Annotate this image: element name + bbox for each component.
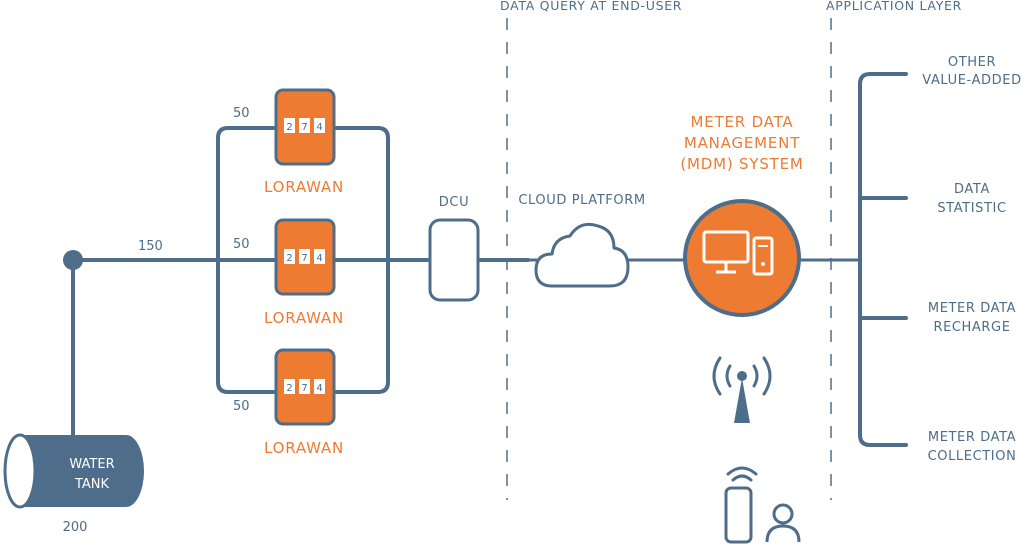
- app-collection-line1: METER DATA: [928, 430, 1016, 445]
- tank-label-line2: TANK: [74, 477, 110, 492]
- meter-3-digit-2: 7: [301, 383, 307, 394]
- mdm-label-line3: (MDM) SYSTEM: [680, 155, 803, 173]
- main-pipe-value: 150: [138, 239, 163, 254]
- header-application-layer: APPLICATION LAYER: [826, 0, 962, 13]
- mdm-circle: [683, 199, 801, 317]
- app-collection-line2: COLLECTION: [928, 449, 1017, 464]
- app-recharge-line1: METER DATA: [928, 301, 1016, 316]
- junction-node: [63, 250, 83, 270]
- user-icon: [765, 503, 801, 543]
- water-tank: WATER TANK: [3, 433, 144, 509]
- meter-2: 2 7 4: [274, 218, 336, 296]
- app-recharge-line2: RECHARGE: [933, 320, 1010, 335]
- meter-2-digit-1: 2: [286, 253, 292, 264]
- mdm-label-line2: MANAGEMENT: [684, 134, 800, 152]
- app-statistic-line2: STATISTIC: [937, 201, 1006, 216]
- antenna-icon: [712, 356, 772, 423]
- meter-1-value: 50: [233, 106, 250, 121]
- branch-loop: [216, 126, 390, 394]
- meter-1-label: LORAWAN: [264, 178, 344, 196]
- meter-1-digit-3: 4: [316, 122, 322, 133]
- tank-value: 200: [63, 520, 88, 535]
- computer-icon: [702, 230, 774, 276]
- dcu-label: DCU: [439, 195, 469, 210]
- dcu-box: [428, 218, 480, 302]
- app-statistic-line1: DATA: [954, 182, 990, 197]
- meter-1: 2 7 4: [274, 88, 336, 166]
- tank-label-line1: WATER: [69, 457, 114, 472]
- meter-icon: 2 7 4: [284, 249, 325, 264]
- meter-1-digit-2: 7: [301, 122, 307, 133]
- mdm-label-line1: METER DATA: [691, 113, 794, 131]
- app-other-line1: OTHER: [948, 55, 996, 70]
- meter-2-label: LORAWAN: [264, 309, 344, 327]
- meter-icon: 2 7 4: [284, 379, 325, 394]
- cloud-icon: [534, 222, 630, 288]
- cloud-label: CLOUD PLATFORM: [518, 193, 645, 208]
- meter-3: 2 7 4: [274, 348, 336, 426]
- meter-3-digit-1: 2: [286, 383, 292, 394]
- meter-3-label: LORAWAN: [264, 439, 344, 457]
- header-data-query: DATA QUERY AT END-USER: [500, 0, 682, 13]
- meter-3-digit-3: 4: [316, 383, 322, 394]
- meter-icon: 2 7 4: [284, 118, 325, 133]
- wifi-icon: [726, 466, 758, 482]
- meter-2-digit-3: 4: [316, 253, 322, 264]
- phone-icon: [724, 486, 753, 544]
- meter-3-value: 50: [233, 399, 250, 414]
- meter-1-digit-1: 2: [286, 122, 292, 133]
- meter-2-digit-2: 7: [301, 253, 307, 264]
- meter-2-value: 50: [233, 237, 250, 252]
- app-bus-bottom: [858, 433, 908, 447]
- app-bus-top: [858, 72, 908, 86]
- app-other-line2: VALUE-ADDED: [922, 73, 1021, 88]
